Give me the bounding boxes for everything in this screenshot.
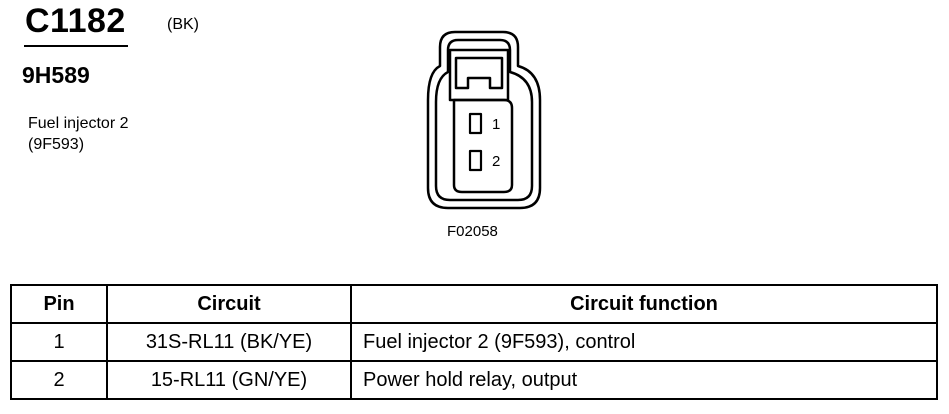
cell-circuit: 31S-RL11 (BK/YE) [106,322,352,362]
cell-circuit-function: Power hold relay, output [350,360,938,400]
connector-id: C1182 [25,2,126,40]
connector-id-underline [24,45,128,47]
table-header-row: Pin Circuit Circuit function [10,284,938,324]
terminal-1 [468,112,483,135]
connector-color: (BK) [167,16,199,33]
cell-pin: 1 [10,322,108,362]
cell-circuit-function: Fuel injector 2 (9F593), control [350,322,938,362]
pin-2-label: 2 [492,153,500,170]
pin-cavity-frame [452,98,514,194]
header-pin: Pin [10,284,108,324]
table-row: 1 31S-RL11 (BK/YE) Fuel injector 2 (9F59… [10,322,938,362]
pin-1-label: 1 [492,116,500,133]
table-row: 2 15-RL11 (GN/YE) Power hold relay, outp… [10,360,938,400]
component-code: (9F593) [28,136,85,153]
header-circuit-function: Circuit function [350,284,938,324]
connector-housing-outer [426,30,542,210]
cell-pin: 2 [10,360,108,400]
part-number: 9H589 [22,62,90,88]
locking-tab-notch [454,56,504,90]
connector-housing-inner [434,38,534,202]
pin-table: Pin Circuit Circuit function 1 31S-RL11 … [10,284,938,400]
header-circuit: Circuit [106,284,352,324]
terminal-2 [468,149,483,172]
component-name: Fuel injector 2 [28,115,129,132]
cell-circuit: 15-RL11 (GN/YE) [106,360,352,400]
figure-id: F02058 [447,223,498,240]
